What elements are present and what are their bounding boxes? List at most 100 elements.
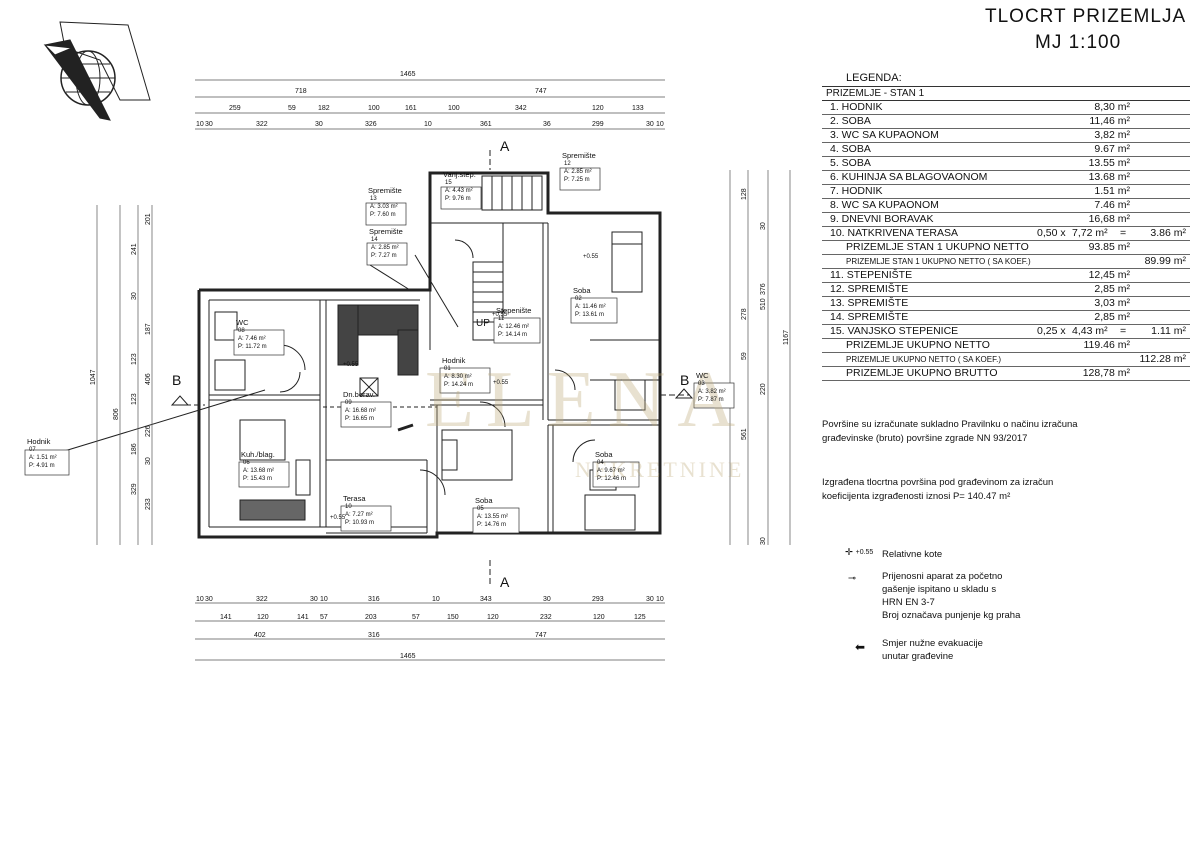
watermark-text: NEKRETNINE — [575, 457, 745, 482]
dimension-text: 57 — [320, 614, 328, 621]
room-num: 07 — [29, 447, 36, 453]
room-num: 05 — [477, 506, 484, 512]
stairs — [472, 175, 543, 341]
room-name: Hodnik — [442, 356, 466, 365]
room-p: P: 9.76 m — [445, 196, 471, 202]
room-p: P: 14.76 m — [477, 522, 507, 528]
dimension-text: 241 — [131, 243, 138, 255]
level-marker-icon: ✛ — [845, 547, 853, 558]
room-p: P: 11.72 m — [238, 344, 267, 350]
dimension-text: 36 — [543, 121, 551, 128]
dimension-text: 316 — [368, 596, 380, 603]
room-num: 09 — [345, 400, 352, 406]
room-num: 01 — [444, 366, 451, 372]
drawing-title: TLOCRT PRIZEMLJA — [985, 6, 1187, 27]
bathtub — [214, 359, 246, 391]
dimension-text: 293 — [592, 596, 604, 603]
section-a-top: A — [500, 138, 510, 154]
dimension-text: 259 — [229, 105, 241, 112]
level-mark: +0.55 — [492, 312, 508, 318]
section-a-bottom: A — [500, 574, 510, 590]
dimension-text: 1465 — [400, 653, 416, 660]
room-num: 03 — [698, 381, 705, 387]
dimension-text: 322 — [256, 121, 268, 128]
dimension-text: 120 — [257, 614, 269, 621]
dimension-text: 30 — [131, 292, 138, 300]
dimension-text: 10 — [656, 596, 664, 603]
room-name: Stepenište — [496, 306, 532, 315]
note-built-area: Izgrađena tlocrtna površina pod građevin… — [822, 477, 1054, 502]
dimension-text: 343 — [480, 596, 492, 603]
room-a: A: 2.85 m² — [564, 169, 592, 175]
room-a: A: 9.67 m² — [597, 468, 625, 474]
dimension-text: 30 — [760, 222, 767, 230]
room-name: Kuh./blag. — [241, 450, 275, 459]
room-p: P: 14.14 m — [498, 332, 528, 338]
room-a: A: 11.46 m² — [575, 304, 606, 310]
room-name: Hodnik — [27, 437, 51, 446]
legend-row-15: 15. VANJSKO STEPENICE 0,25 x 4,43 m² = 1… — [822, 325, 1190, 339]
room-num: 04 — [597, 460, 604, 466]
compass-icon — [43, 21, 151, 121]
dimension-text: 226 — [145, 425, 152, 437]
room-a: A: 13.55 m² — [477, 514, 509, 520]
dimension-text: 133 — [632, 105, 644, 112]
dimension-text: 376 — [760, 283, 767, 295]
dimension-text: 120 — [592, 105, 604, 112]
room-a: A: 16.68 m² — [345, 408, 377, 414]
level-mark: +0.55 — [343, 362, 359, 368]
room-a: A: 12.46 m² — [498, 324, 530, 330]
dimension-text: 120 — [593, 614, 605, 621]
room-a: A: 8.30 m² — [444, 374, 472, 380]
bed — [611, 231, 643, 293]
dimension-text: 186 — [131, 443, 138, 455]
bed — [584, 494, 636, 531]
room-name: Terasa — [343, 494, 366, 503]
dimension-text: 141 — [297, 614, 309, 621]
dimension-text: 232 — [540, 614, 552, 621]
dimension-text: 10 — [320, 596, 328, 603]
room-a: A: 1.51 m² — [29, 455, 57, 461]
room-p: P: 12.46 m — [597, 476, 627, 482]
legend-total-koef: PRIZEMLJE UKUPNO NETTO ( SA KOEF.)112.28… — [822, 353, 1190, 367]
drawing-scale: MJ 1:100 — [1035, 32, 1122, 53]
dimension-text: 1167 — [783, 329, 790, 345]
room-num: 12 — [564, 161, 571, 167]
dimension-text: 57 — [412, 614, 420, 621]
legend-stan-koef: PRIZEMLJE STAN 1 UKUPNO NETTO ( SA KOEF.… — [822, 255, 1190, 269]
dimension-text: 510 — [760, 298, 767, 310]
dimension-text: 299 — [592, 121, 604, 128]
dimension-text: 10 — [196, 121, 204, 128]
room-name: Spremište — [368, 186, 402, 195]
stair-up-label: UP — [476, 318, 490, 329]
dimension-text: 322 — [256, 596, 268, 603]
legend-row-10: 10. NATKRIVENA TERASA 0,50 x 7,72 m² = 3… — [822, 227, 1190, 241]
dimension-text: 361 — [480, 121, 492, 128]
dimension-text: 220 — [760, 383, 767, 395]
room-a: A: 13.68 m² — [243, 468, 275, 474]
room-name: WC — [236, 318, 249, 327]
dimension-text: 30 — [646, 121, 654, 128]
level-mark: +0.55 — [330, 515, 346, 521]
dimension-lines — [96, 79, 791, 661]
dimension-text: 1465 — [400, 71, 416, 78]
room-p: P: 10.93 m — [345, 520, 375, 526]
section-b-right: B — [680, 372, 690, 388]
toilet — [214, 311, 238, 341]
dimension-text: 1047 — [90, 369, 97, 385]
room-p: P: 14.24 m — [444, 382, 474, 388]
